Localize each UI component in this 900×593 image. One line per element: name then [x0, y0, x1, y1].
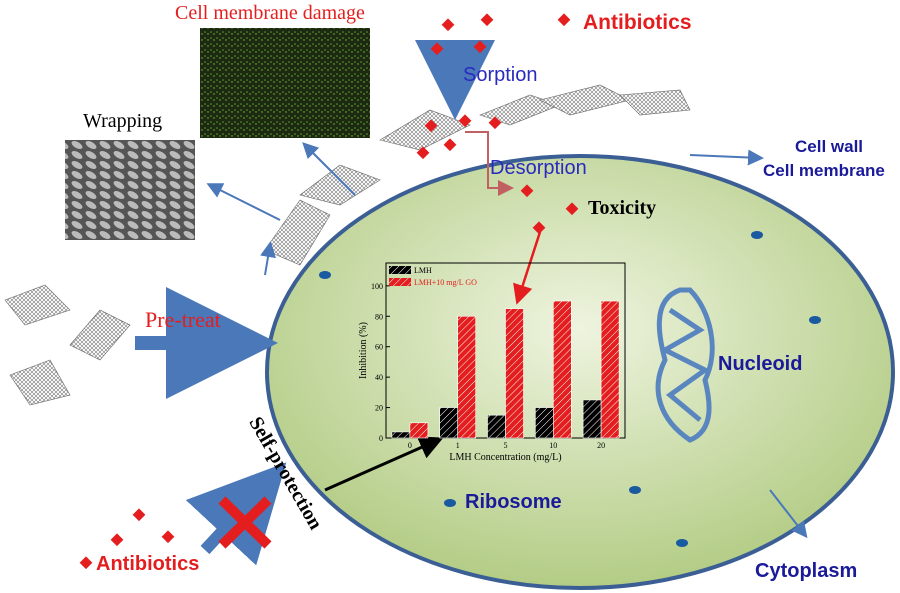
red-x-icon — [218, 496, 272, 549]
bar-lmh — [487, 414, 506, 439]
nucleoid-label: Nucleoid — [718, 353, 803, 375]
legend-label: LMH — [414, 266, 432, 275]
toxicity-label: Toxicity — [588, 197, 657, 219]
wrapping-sem-image — [65, 140, 195, 240]
bar-lmh — [439, 407, 459, 439]
y-tick-label: 100 — [371, 282, 383, 291]
ribosome-label: Ribosome — [465, 491, 562, 513]
x-axis-label: LMH Concentration (mg/L) — [449, 452, 561, 463]
x-tick-label: 0 — [408, 441, 412, 450]
y-tick-label: 80 — [375, 312, 383, 321]
cytoplasm-label: Cytoplasm — [755, 560, 858, 582]
x-tick-label: 10 — [549, 441, 557, 450]
legend-swatch — [389, 278, 411, 286]
legend-label: LMH+10 mg/L GO — [414, 278, 477, 287]
cell-wall-label: Cell wall — [795, 137, 864, 156]
ribosomes — [319, 231, 821, 547]
antibiotics-top-label: Antibiotics — [583, 11, 692, 34]
graphene-sheets — [4, 84, 691, 406]
x-tick-label: 5 — [504, 441, 508, 450]
bar-lmh-go — [600, 300, 620, 439]
y-tick-label: 0 — [379, 434, 383, 443]
bar-lmh-go — [505, 308, 524, 439]
desorption-label: Desorption — [490, 157, 587, 179]
membrane-damage-label: Cell membrane damage — [175, 2, 365, 24]
pretreat-label: Pre-treat — [145, 307, 221, 332]
membrane-damage-image — [200, 28, 370, 138]
y-tick-label: 40 — [375, 373, 383, 382]
bar-lmh — [534, 407, 554, 439]
bar-lmh — [582, 399, 602, 439]
y-tick-label: 20 — [375, 404, 383, 413]
legend-swatch — [389, 266, 411, 274]
x-tick-label: 20 — [597, 441, 605, 450]
bar-lmh-go — [457, 315, 477, 439]
y-tick-label: 60 — [375, 343, 383, 352]
bar-lmh — [391, 431, 411, 439]
x-tick-label: 1 — [456, 441, 460, 450]
bar-lmh-go — [552, 300, 572, 439]
antibiotics-bottom-label: Antibiotics — [96, 553, 200, 575]
wrapping-label: Wrapping — [83, 110, 163, 132]
bar-lmh-go — [409, 422, 429, 439]
nucleoid-icon — [655, 287, 715, 443]
y-axis-label: Inhibition (%) — [358, 322, 369, 379]
antibiotic-molecules — [79, 13, 579, 570]
sorption-label: Sorption — [463, 64, 538, 86]
cell-membrane-label: Cell membrane — [763, 161, 885, 180]
